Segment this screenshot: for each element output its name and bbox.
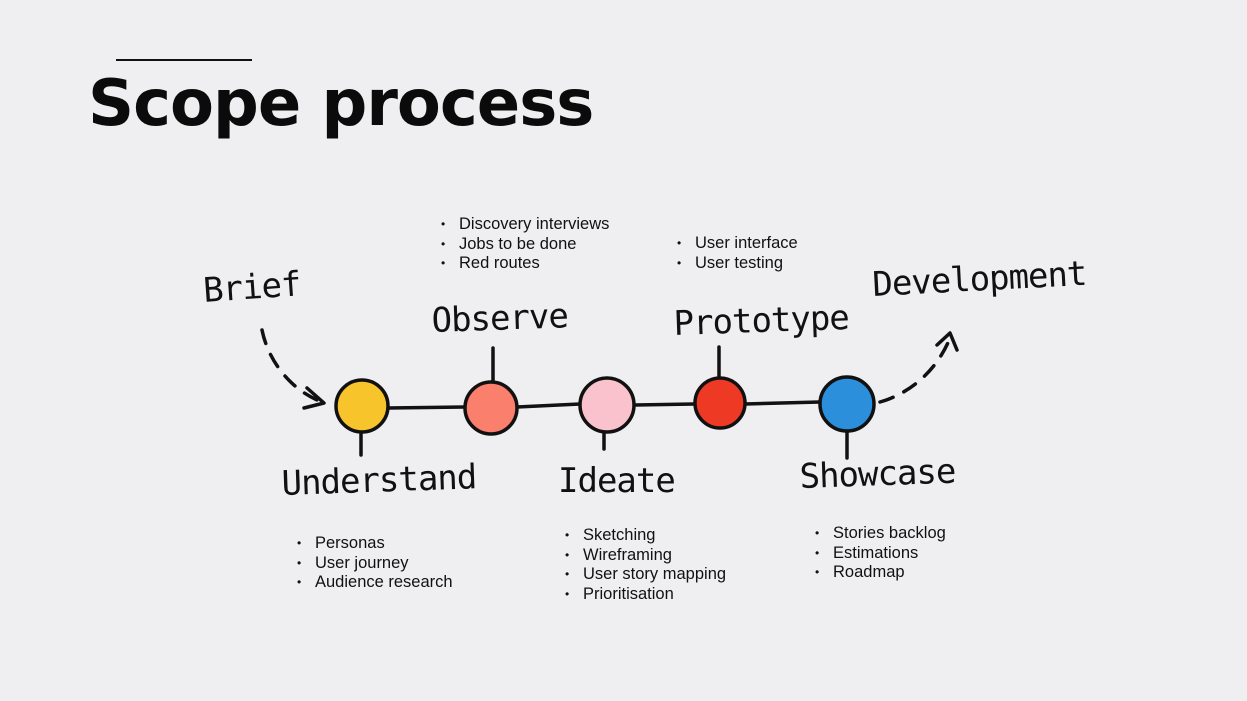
list-item: Sketching: [565, 526, 726, 546]
list-item: Audience research: [297, 573, 453, 593]
list-item: User interface: [677, 234, 798, 254]
list-item: User journey: [297, 554, 453, 574]
observe-items: Discovery interviews Jobs to be done Red…: [441, 215, 609, 274]
development-arrowhead-icon: [935, 331, 959, 352]
list-item: Prioritisation: [565, 585, 726, 605]
list-item: Red routes: [441, 254, 609, 274]
prototype-node: [693, 376, 747, 430]
brief-label: Brief: [202, 264, 302, 311]
observe-label: Observe: [431, 296, 569, 341]
brief-arrow: [260, 328, 324, 404]
list-item: Roadmap: [815, 563, 946, 583]
showcase-items: Stories backlog Estimations Roadmap: [815, 524, 946, 583]
list-item: Discovery interviews: [441, 215, 609, 235]
understand-node: [334, 378, 390, 434]
list-item: Stories backlog: [815, 524, 946, 544]
process-line: [386, 400, 822, 410]
list-item: User story mapping: [565, 565, 726, 585]
showcase-node: [818, 375, 876, 433]
understand-items: Personas User journey Audience research: [297, 534, 453, 593]
showcase-label: Showcase: [799, 452, 956, 497]
ideate-node: [578, 376, 636, 434]
ideate-label: Ideate: [558, 461, 675, 501]
development-label: Development: [871, 254, 1087, 305]
list-item: User testing: [677, 254, 798, 274]
list-item: Estimations: [815, 544, 946, 564]
list-item: Personas: [297, 534, 453, 554]
development-arrow: [878, 336, 952, 404]
list-item: Jobs to be done: [441, 235, 609, 255]
brief-arrowhead-icon: [302, 386, 326, 410]
list-item: Wireframing: [565, 546, 726, 566]
prototype-label: Prototype: [673, 298, 850, 344]
prototype-items: User interface User testing: [677, 234, 798, 273]
ideate-items: Sketching Wireframing User story mapping…: [565, 526, 726, 604]
observe-node: [463, 380, 519, 436]
page-title: Scope process: [88, 67, 594, 141]
title-rule: [116, 59, 252, 61]
understand-label: Understand: [281, 457, 477, 504]
